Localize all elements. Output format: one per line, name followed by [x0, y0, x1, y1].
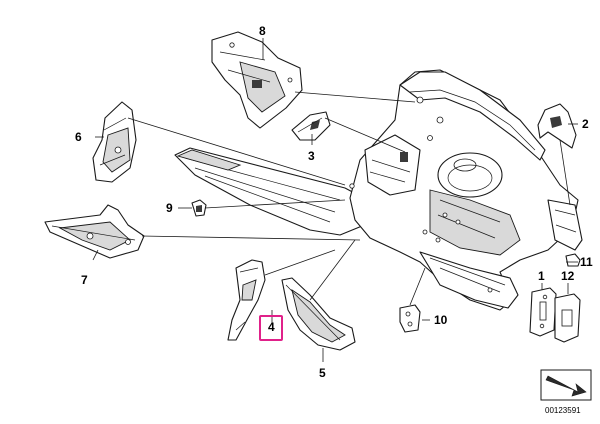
callout-9[interactable]: 9: [166, 201, 173, 215]
callout-3[interactable]: 3: [308, 149, 315, 163]
callout-2[interactable]: 2: [582, 117, 589, 131]
callout-4[interactable]: 4: [268, 320, 275, 334]
leader-lines: [92, 38, 578, 362]
part-11-clip[interactable]: [565, 253, 581, 267]
callout-6[interactable]: 6: [75, 130, 82, 144]
callout-8[interactable]: 8: [259, 24, 266, 38]
part-8-panel[interactable]: [211, 31, 303, 129]
callout-11[interactable]: 11: [580, 255, 593, 269]
part-9-clip[interactable]: [191, 199, 207, 217]
callout-7[interactable]: 7: [81, 273, 88, 287]
callout-1[interactable]: 1: [538, 269, 545, 283]
callout-4-highlight: [259, 315, 283, 341]
callout-5[interactable]: 5: [319, 366, 326, 380]
body-structure: [174, 69, 583, 311]
callout-12[interactable]: 12: [561, 269, 575, 283]
direction-arrow-icon: [540, 369, 592, 401]
part-4-bracket[interactable]: [227, 259, 266, 341]
part-12-plate[interactable]: [554, 293, 581, 343]
part-7-member[interactable]: [44, 204, 145, 259]
part-6-panel[interactable]: [92, 101, 137, 183]
part-2-bracket[interactable]: [537, 103, 577, 149]
callout-10[interactable]: 10: [434, 313, 448, 327]
part-1-plate[interactable]: [529, 287, 557, 337]
part-5-member[interactable]: [281, 277, 356, 351]
part-10-bracket[interactable]: [399, 304, 421, 333]
reference-number: 00123591: [545, 406, 581, 415]
callouts: 8 3 6 9 7 4 5 10 2 11 1 12: [75, 24, 593, 380]
part-3-bracket[interactable]: [291, 111, 331, 141]
